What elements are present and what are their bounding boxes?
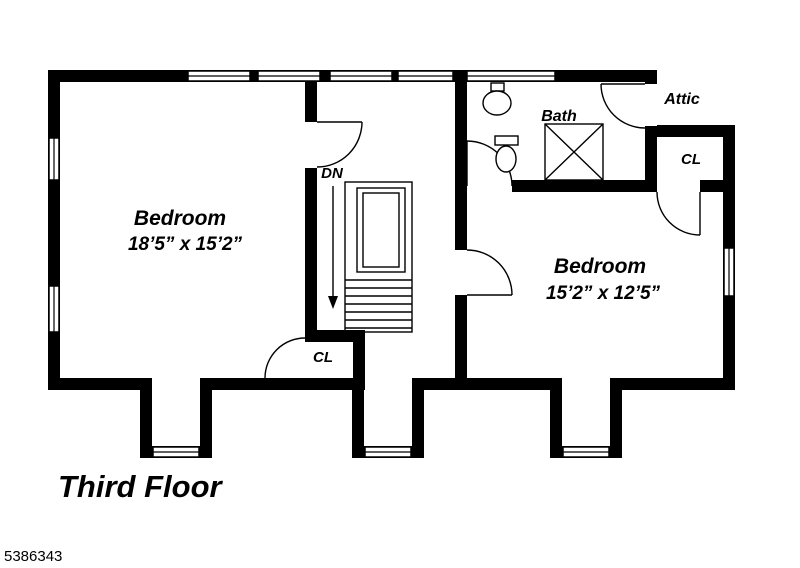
bath-bottom-wall [512,180,657,192]
window [397,70,454,82]
shower-icon [544,123,604,181]
bay2-right-wall [412,378,424,458]
window [562,446,610,458]
stairs [328,181,413,333]
bottom-wall-4 [610,378,735,390]
attic-door [600,83,646,129]
bay1-left-wall [140,378,152,458]
closet-bottom-label: CL [313,349,333,366]
window [152,446,200,458]
window [187,70,251,82]
bay1-right-wall [200,378,212,458]
attic-wall-stub [645,70,657,84]
closet-right-left-wall [645,126,657,192]
bedroom-right-door [466,249,513,296]
stairs-down-label: DN [321,165,344,182]
hall-right-wall-lower [455,295,467,390]
page-title: Third Floor [58,469,224,504]
closet-right-door [656,191,701,236]
bay3-left-wall [550,378,562,458]
closet-right-top-wall [657,125,735,137]
down-arrow-icon [328,186,338,309]
bedroom-right-dimensions: 15’2” x 12’5” [546,283,661,304]
bay3-right-wall [610,378,622,458]
bath-label: Bath [541,108,577,125]
bedroom-left-dimensions: 18’5” x 15’2” [128,234,243,255]
bedroom-left-label: Bedroom [134,207,226,230]
window [723,247,735,297]
bedroom-right-label: Bedroom [554,255,646,278]
window [329,70,393,82]
bath-fixtures [482,82,604,181]
window [48,285,60,333]
stair-hall-door [316,121,363,168]
windows [48,70,735,458]
closet-bottom-right-wall [353,330,365,390]
hall-right-wall-upper [455,70,467,250]
bedroom-left-wall-upper [305,70,317,122]
window [257,70,321,82]
closet-right-bottom-wall [700,180,735,192]
photo-id: 5386343 [4,548,62,565]
window [466,70,556,82]
bottom-wall-3 [412,378,562,390]
bay2-left-wall [352,378,364,458]
bottom-wall-1 [48,378,152,390]
bottom-wall-2 [200,378,364,390]
window [364,446,412,458]
closet-right-label: CL [681,151,701,168]
toilet-icon [494,135,519,173]
left-wall [48,70,60,390]
sink-icon [482,82,512,116]
attic-label: Attic [663,91,700,108]
bedroom-left-door [264,337,306,379]
bedroom-left-wall-mid [305,168,317,330]
labels: Bedroom 18’5” x 15’2” Bedroom 15’2” x 12… [128,91,701,366]
window [48,137,60,181]
closet-bottom-top-wall [305,330,365,342]
